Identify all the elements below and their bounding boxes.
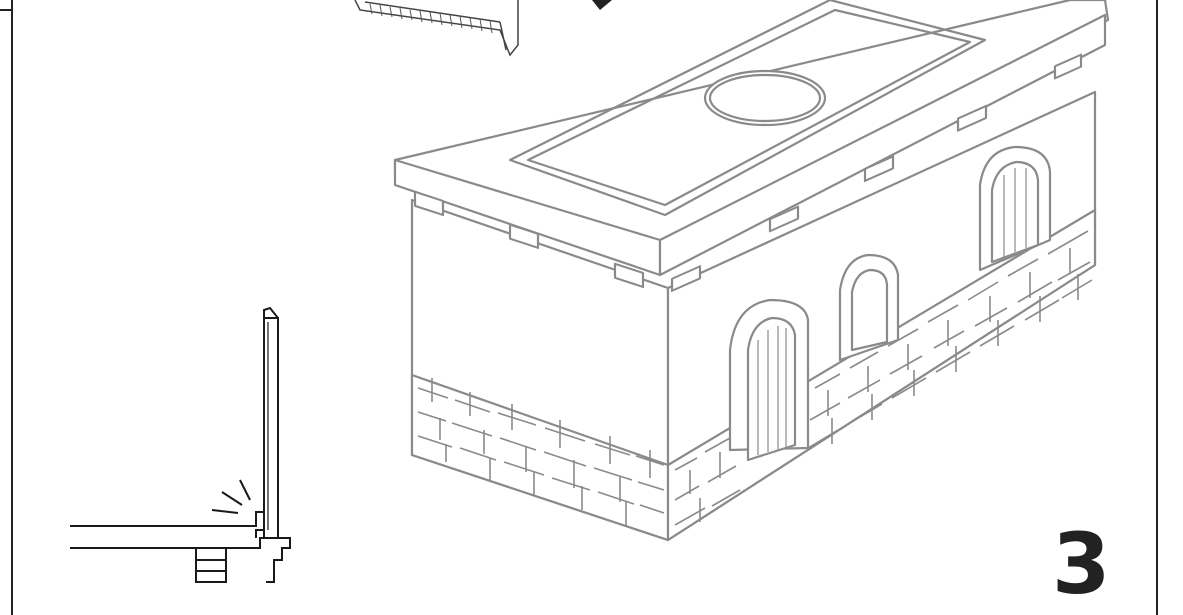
roof-panel-outer <box>508 0 987 217</box>
roof-panel-inner <box>526 8 972 207</box>
detail-inset <box>70 306 291 583</box>
roof-vent <box>703 69 827 127</box>
click-marks-icon <box>211 479 251 514</box>
corbels <box>413 53 1083 293</box>
wall-panel-fragment <box>354 0 519 57</box>
arched-window-large <box>978 145 1052 272</box>
page-frame <box>0 0 1158 615</box>
arched-window-small <box>838 253 900 362</box>
arched-door <box>728 298 810 462</box>
stone-base-side <box>666 208 1097 542</box>
stone-texture-side <box>674 230 1093 526</box>
building-illustration <box>393 0 1110 542</box>
step-number: 3 <box>1052 515 1111 613</box>
stone-texture-front <box>417 378 665 526</box>
roof-edge-side <box>658 13 1107 277</box>
arrow-left-icon <box>592 0 612 10</box>
